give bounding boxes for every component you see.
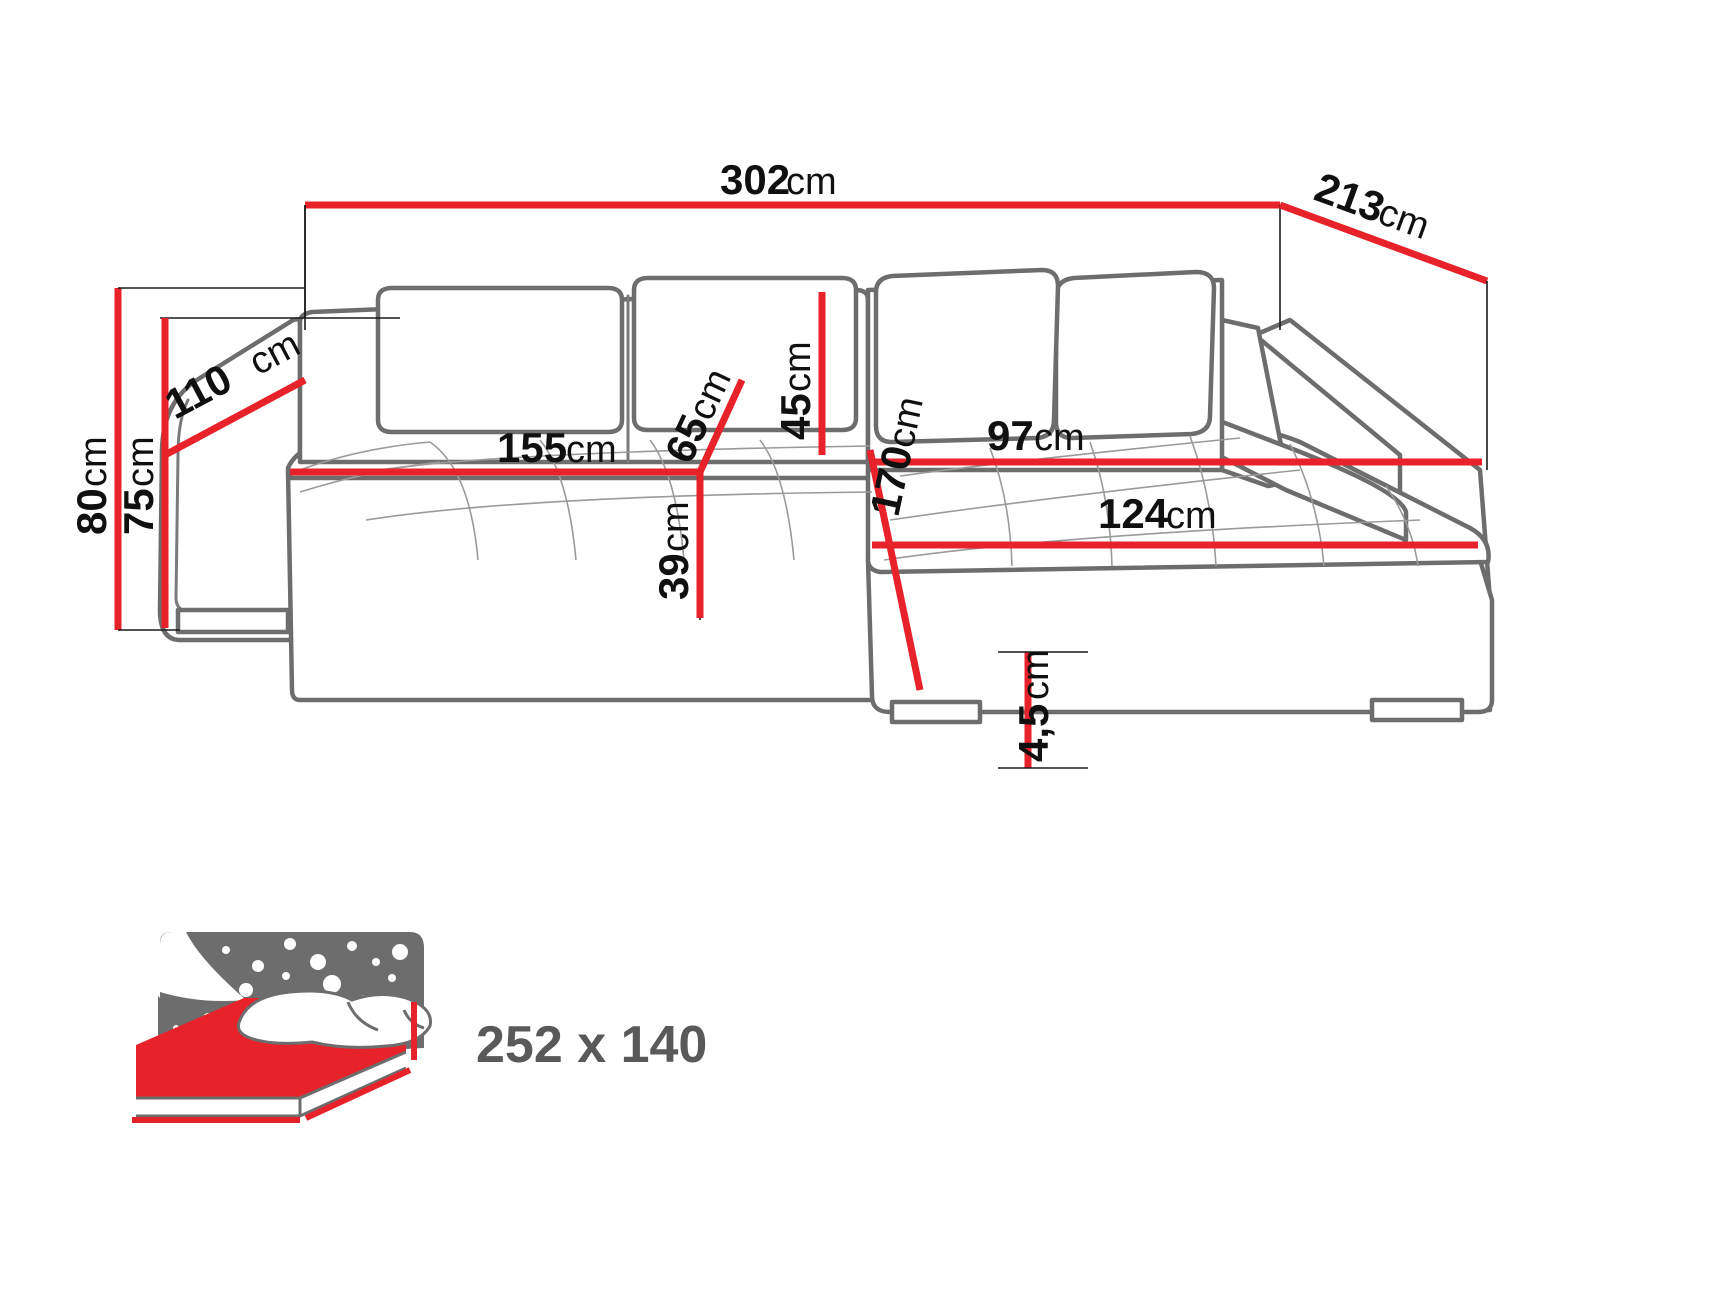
label-chaise-length-unit: cm [1166,495,1217,537]
label-chaise-width-value: 97 [987,412,1034,459]
leg-front-right [1369,697,1465,723]
label-left-seat-width: 155 cm [497,424,617,471]
label-total-width-unit: cm [786,161,837,203]
sleeping-area-label: 252 x 140 [476,1016,707,1074]
back-cushion-left [375,285,625,435]
label-chaise-length: 124 cm [1098,490,1217,537]
headboard-swoosh [160,932,246,1001]
bed-base [136,1052,406,1116]
chaise-base [865,557,1495,715]
bed-night-icon [132,932,432,1123]
bed-dimline-diag [304,1067,412,1121]
extension-302-diag [160,205,400,319]
pillow-fold-1 [346,1001,379,1032]
label-left-seat-width-unit: cm [566,429,617,471]
dimline-170 [866,449,924,691]
scatter-cushion-right [1053,269,1217,441]
chaise-arm-right [1209,415,1409,543]
label-total-height-unit: cm [73,436,115,487]
label-total-width-value: 302 [720,156,790,203]
left-arm-foot [175,607,291,635]
label-chaise-width: 97 cm [987,412,1085,459]
label-total-height: 80 cm [68,436,115,535]
dimline-213 [1278,201,1489,285]
label-leg-height: 4,5 cm [1010,649,1057,762]
label-right-seat-depth-unit: cm [880,393,932,451]
label-leg-height-unit: cm [1015,649,1057,700]
label-leg-height-value: 4,5 [1010,704,1057,762]
label-back-height-unit: cm [120,436,162,487]
pillows [238,991,431,1048]
scatter-cushion-corner [873,267,1061,445]
sofa-illustration [157,267,1495,725]
label-seat-height: 39 cm [650,501,697,600]
label-backrest-height-value: 45 [772,393,819,440]
label-seat-height-unit: cm [655,501,697,552]
label-back-height-value: 75 [115,488,162,535]
dimline-65 [696,378,746,474]
label-total-width: 302 cm [720,156,837,203]
dimline-110 [163,376,307,459]
label-total-height-value: 80 [68,488,115,535]
label-seat-height-value: 39 [650,553,697,600]
label-left-seat-width-value: 155 [497,424,567,471]
sofa-base-left [285,467,883,703]
label-backrest-height-unit: cm [777,341,819,392]
dimension-labels: 302 cm 213 cm 80 cm 75 cm 110 cm 155 cm [68,156,1435,762]
bed-base-outline [136,1050,407,1118]
back-cushion-middle [631,275,859,433]
label-chaise-length-value: 124 [1098,490,1169,537]
label-backrest-height: 45 cm [772,341,819,440]
dimension-lines [114,201,1489,769]
label-back-height: 75 cm [115,436,162,535]
tufting-left-seat [299,439,873,561]
leg-front-left [889,699,983,725]
label-chaise-width-unit: cm [1034,417,1085,459]
pillow-outline [236,989,432,1049]
